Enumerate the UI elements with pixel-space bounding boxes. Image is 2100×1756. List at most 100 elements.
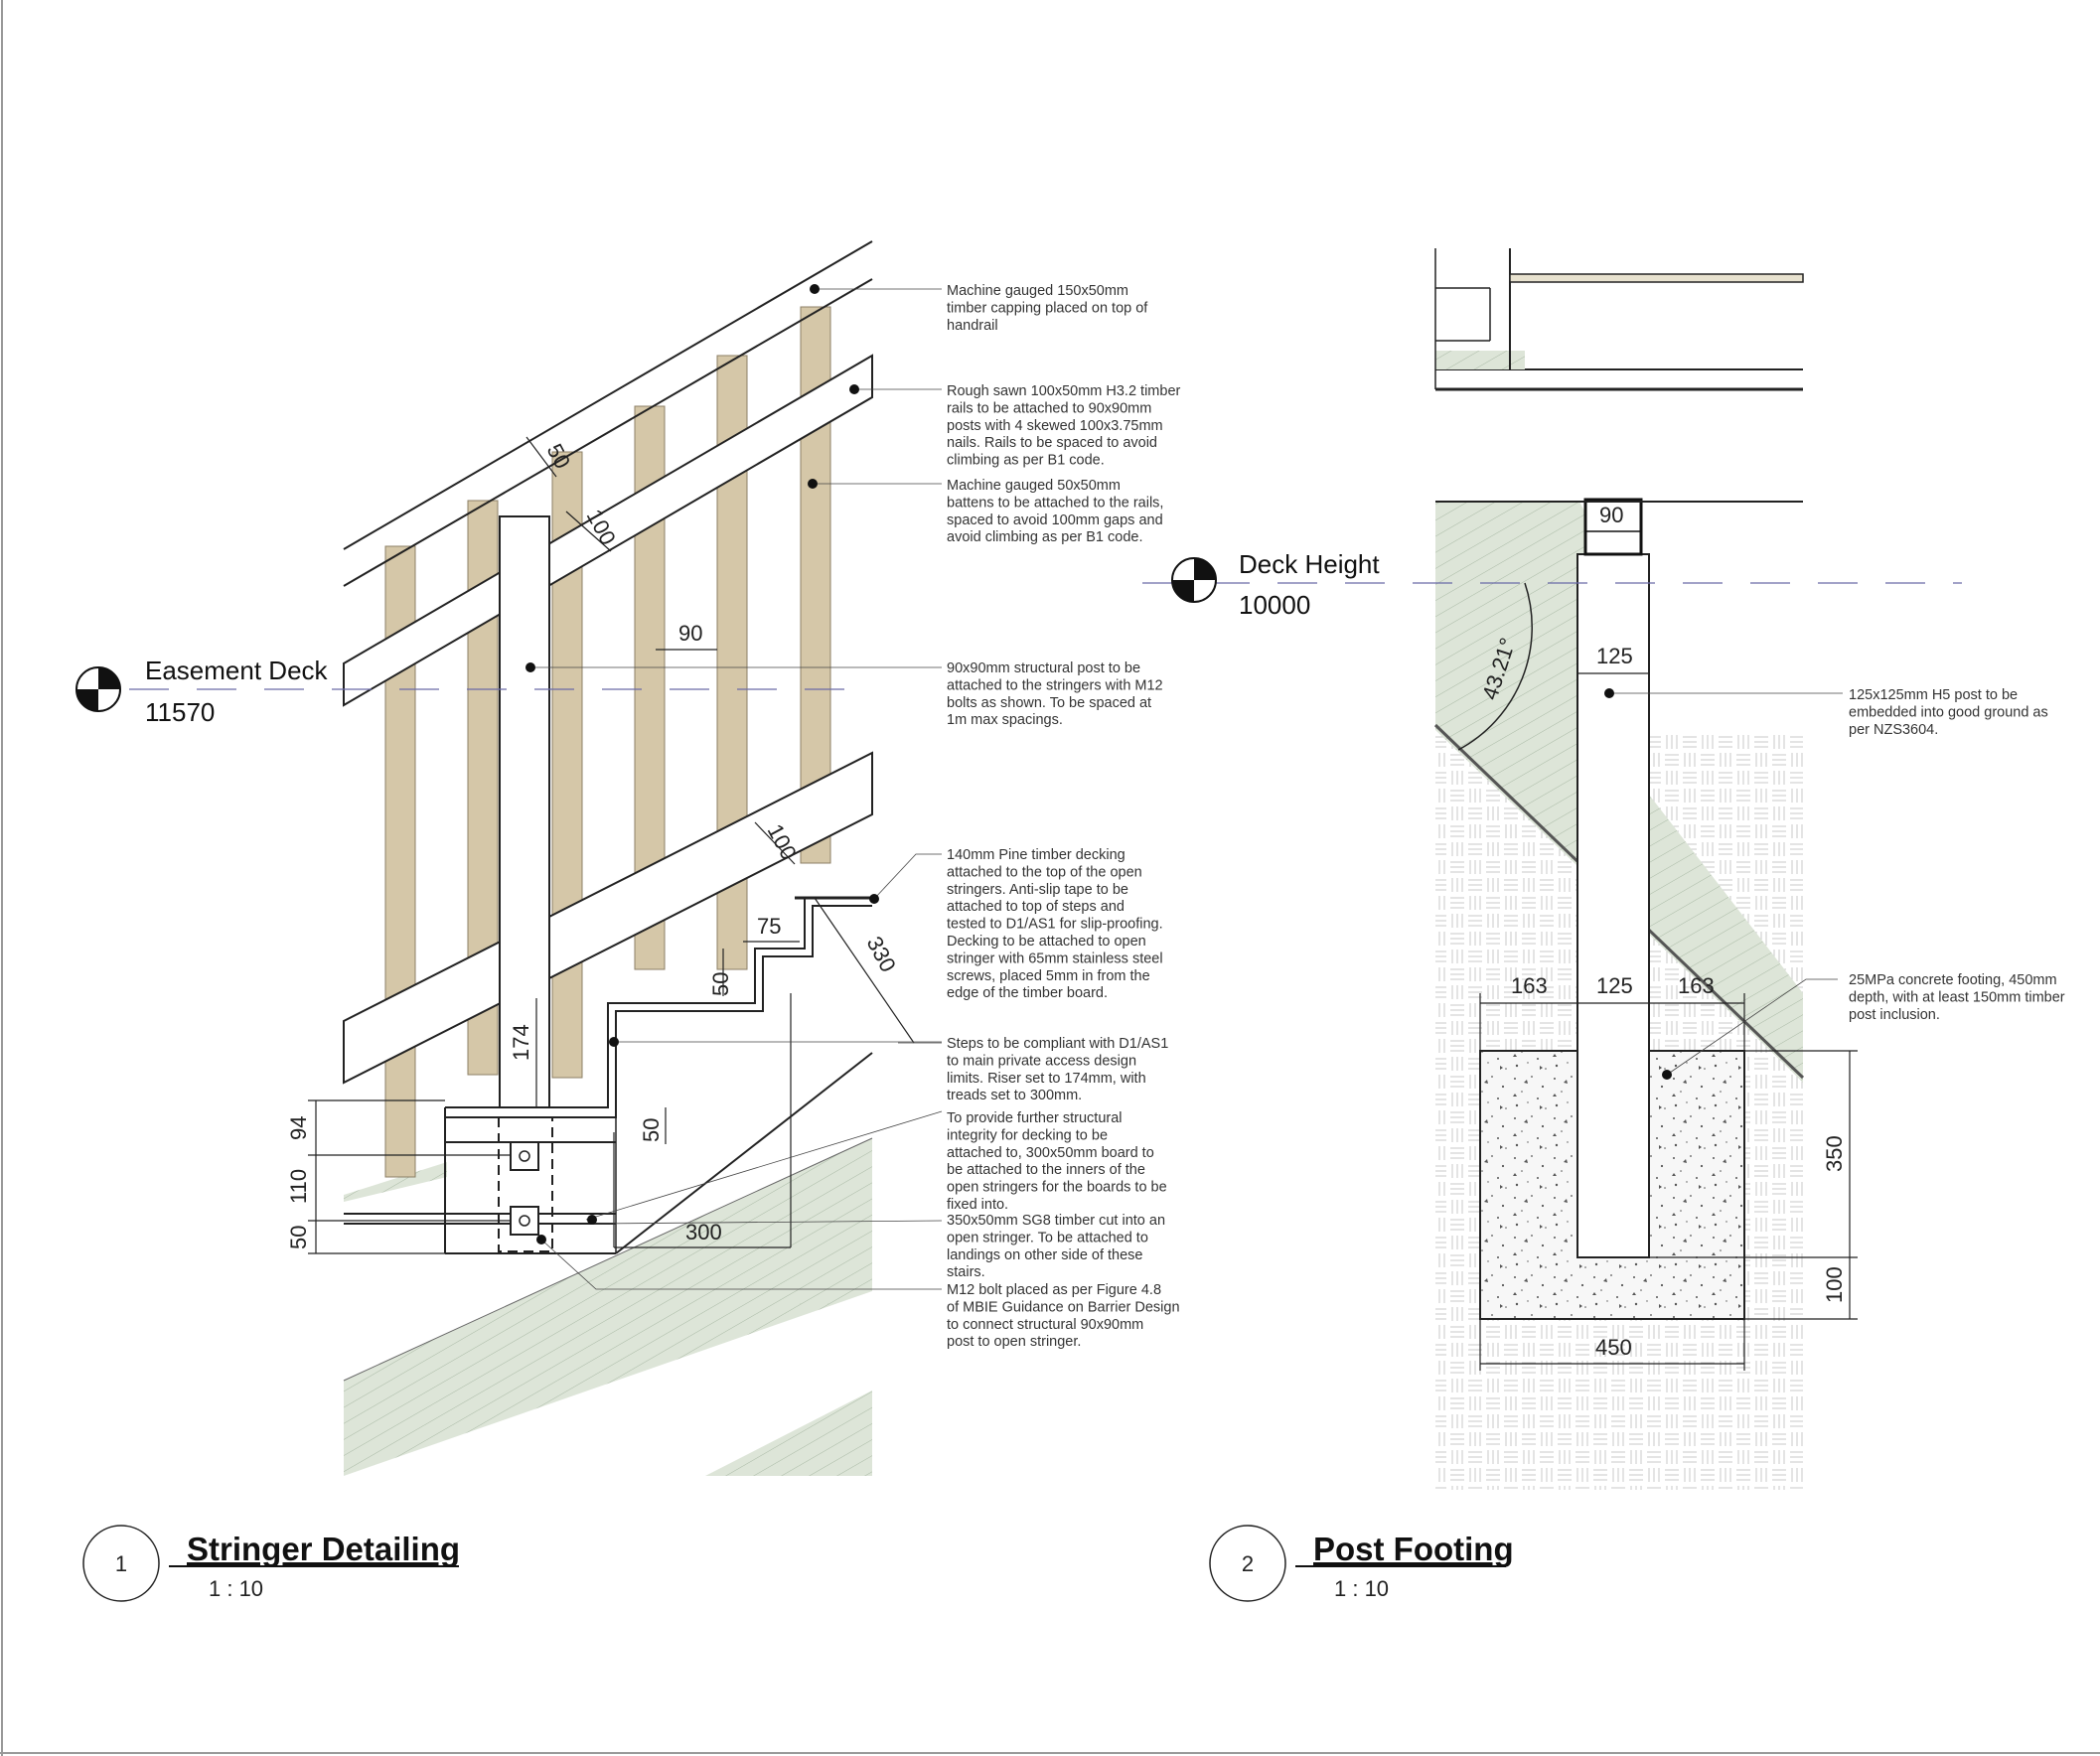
- annotation-line: timber capping placed on top of: [947, 300, 1148, 316]
- stringer-detail: [129, 240, 873, 1476]
- annotation-line: 1m max spacings.: [947, 712, 1063, 728]
- dim-riser: 174: [509, 1024, 533, 1061]
- dim-line: [525, 436, 557, 478]
- stringer-dimensions: [308, 436, 915, 1254]
- annotation-line: Steps to be compliant with D1/AS1: [947, 1036, 1168, 1052]
- annotation-line: spaced to avoid 100mm gaps and: [947, 512, 1163, 528]
- annotation-line: fixed into.: [947, 1197, 1008, 1213]
- annotation-line: post to open stringer.: [947, 1334, 1081, 1350]
- dim-left-50: 50: [286, 1226, 311, 1249]
- stringer-profile-inner: [445, 905, 872, 1118]
- dim-line: [565, 511, 612, 552]
- annotation-line: treads set to 300mm.: [947, 1088, 1082, 1103]
- annotation-line: stairs.: [947, 1264, 985, 1280]
- annotation-line: nails. Rails to be spaced to avoid: [947, 435, 1157, 451]
- annotation-line: open stringers for the boards to be: [947, 1180, 1167, 1196]
- dim-width-450: 450: [1595, 1335, 1632, 1360]
- dim-step-75: 75: [757, 914, 781, 939]
- annotation-line: to connect structural 90x90mm: [947, 1317, 1143, 1333]
- annotation-line: 140mm Pine timber decking: [947, 847, 1125, 863]
- ground-edge: [343, 1137, 873, 1382]
- easement-level-marker: Easement Deck 11570: [75, 656, 329, 727]
- annotation-line: of MBIE Guidance on Barrier Design: [947, 1299, 1180, 1315]
- bolt-icon: [519, 1150, 530, 1162]
- post-top-block: [1583, 498, 1643, 556]
- annotation-line: Machine gauged 50x50mm: [947, 478, 1121, 494]
- stringer-leaders: [530, 288, 943, 1290]
- stringer-underside: [615, 1052, 873, 1254]
- annotation-line: embedded into good ground as: [1849, 704, 2048, 720]
- detail-number-circle: [1209, 1525, 1286, 1602]
- annotation-line: stringers. Anti-slip tape to be: [947, 882, 1128, 898]
- deck-board: [1509, 273, 1804, 283]
- annotation-line: screws, placed 5mm in from the: [947, 968, 1150, 984]
- annotation-line: 90x90mm structural post to be: [947, 660, 1140, 676]
- annotation-line: landings on other side of these: [947, 1247, 1143, 1263]
- easement-level-value: 11570: [145, 697, 215, 727]
- annotation-line: battens to be attached to the rails,: [947, 495, 1163, 511]
- dim-left-163: 163: [1511, 973, 1548, 998]
- easement-level-name: Easement Deck: [145, 656, 329, 685]
- annotation-line: integrity for decking to be: [947, 1127, 1108, 1143]
- annotation-line: Rough sawn 100x50mm H3.2 timber: [947, 383, 1181, 399]
- bolt-head-icon: [510, 1206, 539, 1236]
- footing-leader-dots: [1604, 688, 1672, 1080]
- annotation-line: stringer with 65mm stainless steel: [947, 951, 1163, 966]
- detail-scale: 1 : 10: [1334, 1576, 1389, 1601]
- annotation-line: edge of the timber board.: [947, 985, 1108, 1001]
- annotation-line: avoid climbing as per B1 code.: [947, 529, 1142, 545]
- annotation-line: attached to top of steps and: [947, 899, 1125, 915]
- annotation-line: 25MPa concrete footing, 450mm: [1849, 972, 2057, 988]
- deck-level-marker: Deck Height 10000: [1171, 549, 1380, 620]
- stringer-leader-dots: [525, 284, 879, 1244]
- detail-title: Post Footing: [1313, 1531, 1514, 1567]
- dim-tread: 300: [685, 1220, 722, 1244]
- detail-number-circle: [82, 1525, 160, 1602]
- detail-2-title-block: 2 Post Footing 1 : 10: [1209, 1525, 1514, 1602]
- dim-right-163: 163: [1678, 973, 1715, 998]
- dim-mid-125: 125: [1596, 973, 1633, 998]
- detail-number: 1: [115, 1551, 127, 1576]
- capping-bottom-edge: [343, 278, 873, 587]
- dim-line: [814, 897, 915, 1044]
- detail-scale: 1 : 10: [209, 1576, 263, 1601]
- dim-depth-100: 100: [1822, 1266, 1847, 1303]
- detail-title: Stringer Detailing: [187, 1531, 460, 1567]
- annotation-line: depth, with at least 150mm timber: [1849, 989, 2065, 1005]
- level-target-quadrant: [1172, 580, 1194, 602]
- stringer-ground-hatch-2: [705, 1390, 872, 1476]
- deck-hatch: [1435, 351, 1525, 369]
- footing-leaders: [1609, 692, 1843, 1076]
- bolt-head-icon: [510, 1141, 539, 1171]
- annotation-line: handrail: [947, 318, 998, 334]
- annotation-line: posts with 4 skewed 100x3.75mm: [947, 418, 1163, 434]
- footing-post: [1576, 553, 1650, 1258]
- stringer-ground-hatch: [344, 1138, 872, 1476]
- stringer-profile: [445, 897, 872, 1108]
- level-target-quadrant: [76, 689, 98, 711]
- bolt-zone: [498, 1116, 553, 1252]
- annotation-line: attached to, 300x50mm board to: [947, 1145, 1154, 1161]
- annotation-line: 125x125mm H5 post to be: [1849, 687, 2018, 703]
- stringer-ground-strip: [344, 1162, 447, 1202]
- bolt-icon: [519, 1215, 530, 1227]
- annotation-line: To provide further structural: [947, 1110, 1123, 1126]
- dim-left-110: 110: [286, 1169, 311, 1204]
- angle-arc: [1457, 582, 1533, 751]
- annotation-line: tested to D1/AS1 for slip-proofing.: [947, 917, 1163, 933]
- detail-1-title-block: 1 Stringer Detailing 1 : 10: [82, 1525, 460, 1602]
- annotation-line: 350x50mm SG8 timber cut into an: [947, 1213, 1165, 1229]
- dim-step-330: 330: [862, 933, 901, 976]
- dim-post-gap: 90: [678, 621, 702, 646]
- deck-level-name: Deck Height: [1239, 549, 1380, 579]
